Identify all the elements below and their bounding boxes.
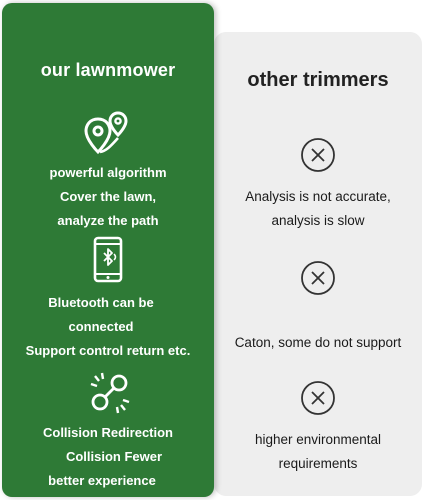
feature-2-line-1: Bluetooth can be xyxy=(48,295,154,310)
feature-3-line-2: Collision Fewer xyxy=(65,449,163,464)
feature-2-line-2: connected xyxy=(68,319,134,334)
x-circle-icon xyxy=(301,381,335,415)
collision-icon xyxy=(90,372,130,414)
feature-1-line-3: analyze the path xyxy=(57,213,159,228)
feature-1-line-2: Cover the lawn, xyxy=(59,189,157,204)
other-item-2-text: Caton, some do not support xyxy=(214,331,422,355)
other-trimmers-panel xyxy=(214,32,422,496)
feature-2-text: Bluetooth can be connected Support contr… xyxy=(2,291,214,363)
other-item-1-line-1: Analysis is not accurate, xyxy=(245,189,391,204)
our-lawnmower-title: our lawnmower xyxy=(40,60,176,80)
other-item-2-line-1: Caton, some do not support xyxy=(234,335,402,350)
other-item-1-text: Analysis is not accurate, analysis is sl… xyxy=(214,185,422,233)
x-circle-icon xyxy=(301,261,335,295)
feature-2-line-3: Support control return etc. xyxy=(25,343,191,358)
location-pin-icon xyxy=(84,111,128,155)
other-trimmers-title: other trimmers xyxy=(247,69,389,91)
feature-3-text: Collision Redirection Collision Fewer be… xyxy=(2,421,214,493)
x-circle-icon xyxy=(301,138,335,172)
feature-1-line-1: powerful algorithm xyxy=(49,165,167,180)
bluetooth-phone-icon xyxy=(93,236,123,283)
feature-3-line-3: better experience xyxy=(48,473,156,488)
other-item-3-line-2: requirements xyxy=(278,456,358,471)
other-item-3-text: higher environmental requirements xyxy=(214,428,422,476)
other-item-3-line-1: higher environmental xyxy=(254,432,382,447)
feature-1-text: powerful algorithm Cover the lawn, analy… xyxy=(2,161,214,233)
feature-3-line-1: Collision Redirection xyxy=(42,425,173,440)
other-item-1-line-2: analysis is slow xyxy=(271,213,365,228)
